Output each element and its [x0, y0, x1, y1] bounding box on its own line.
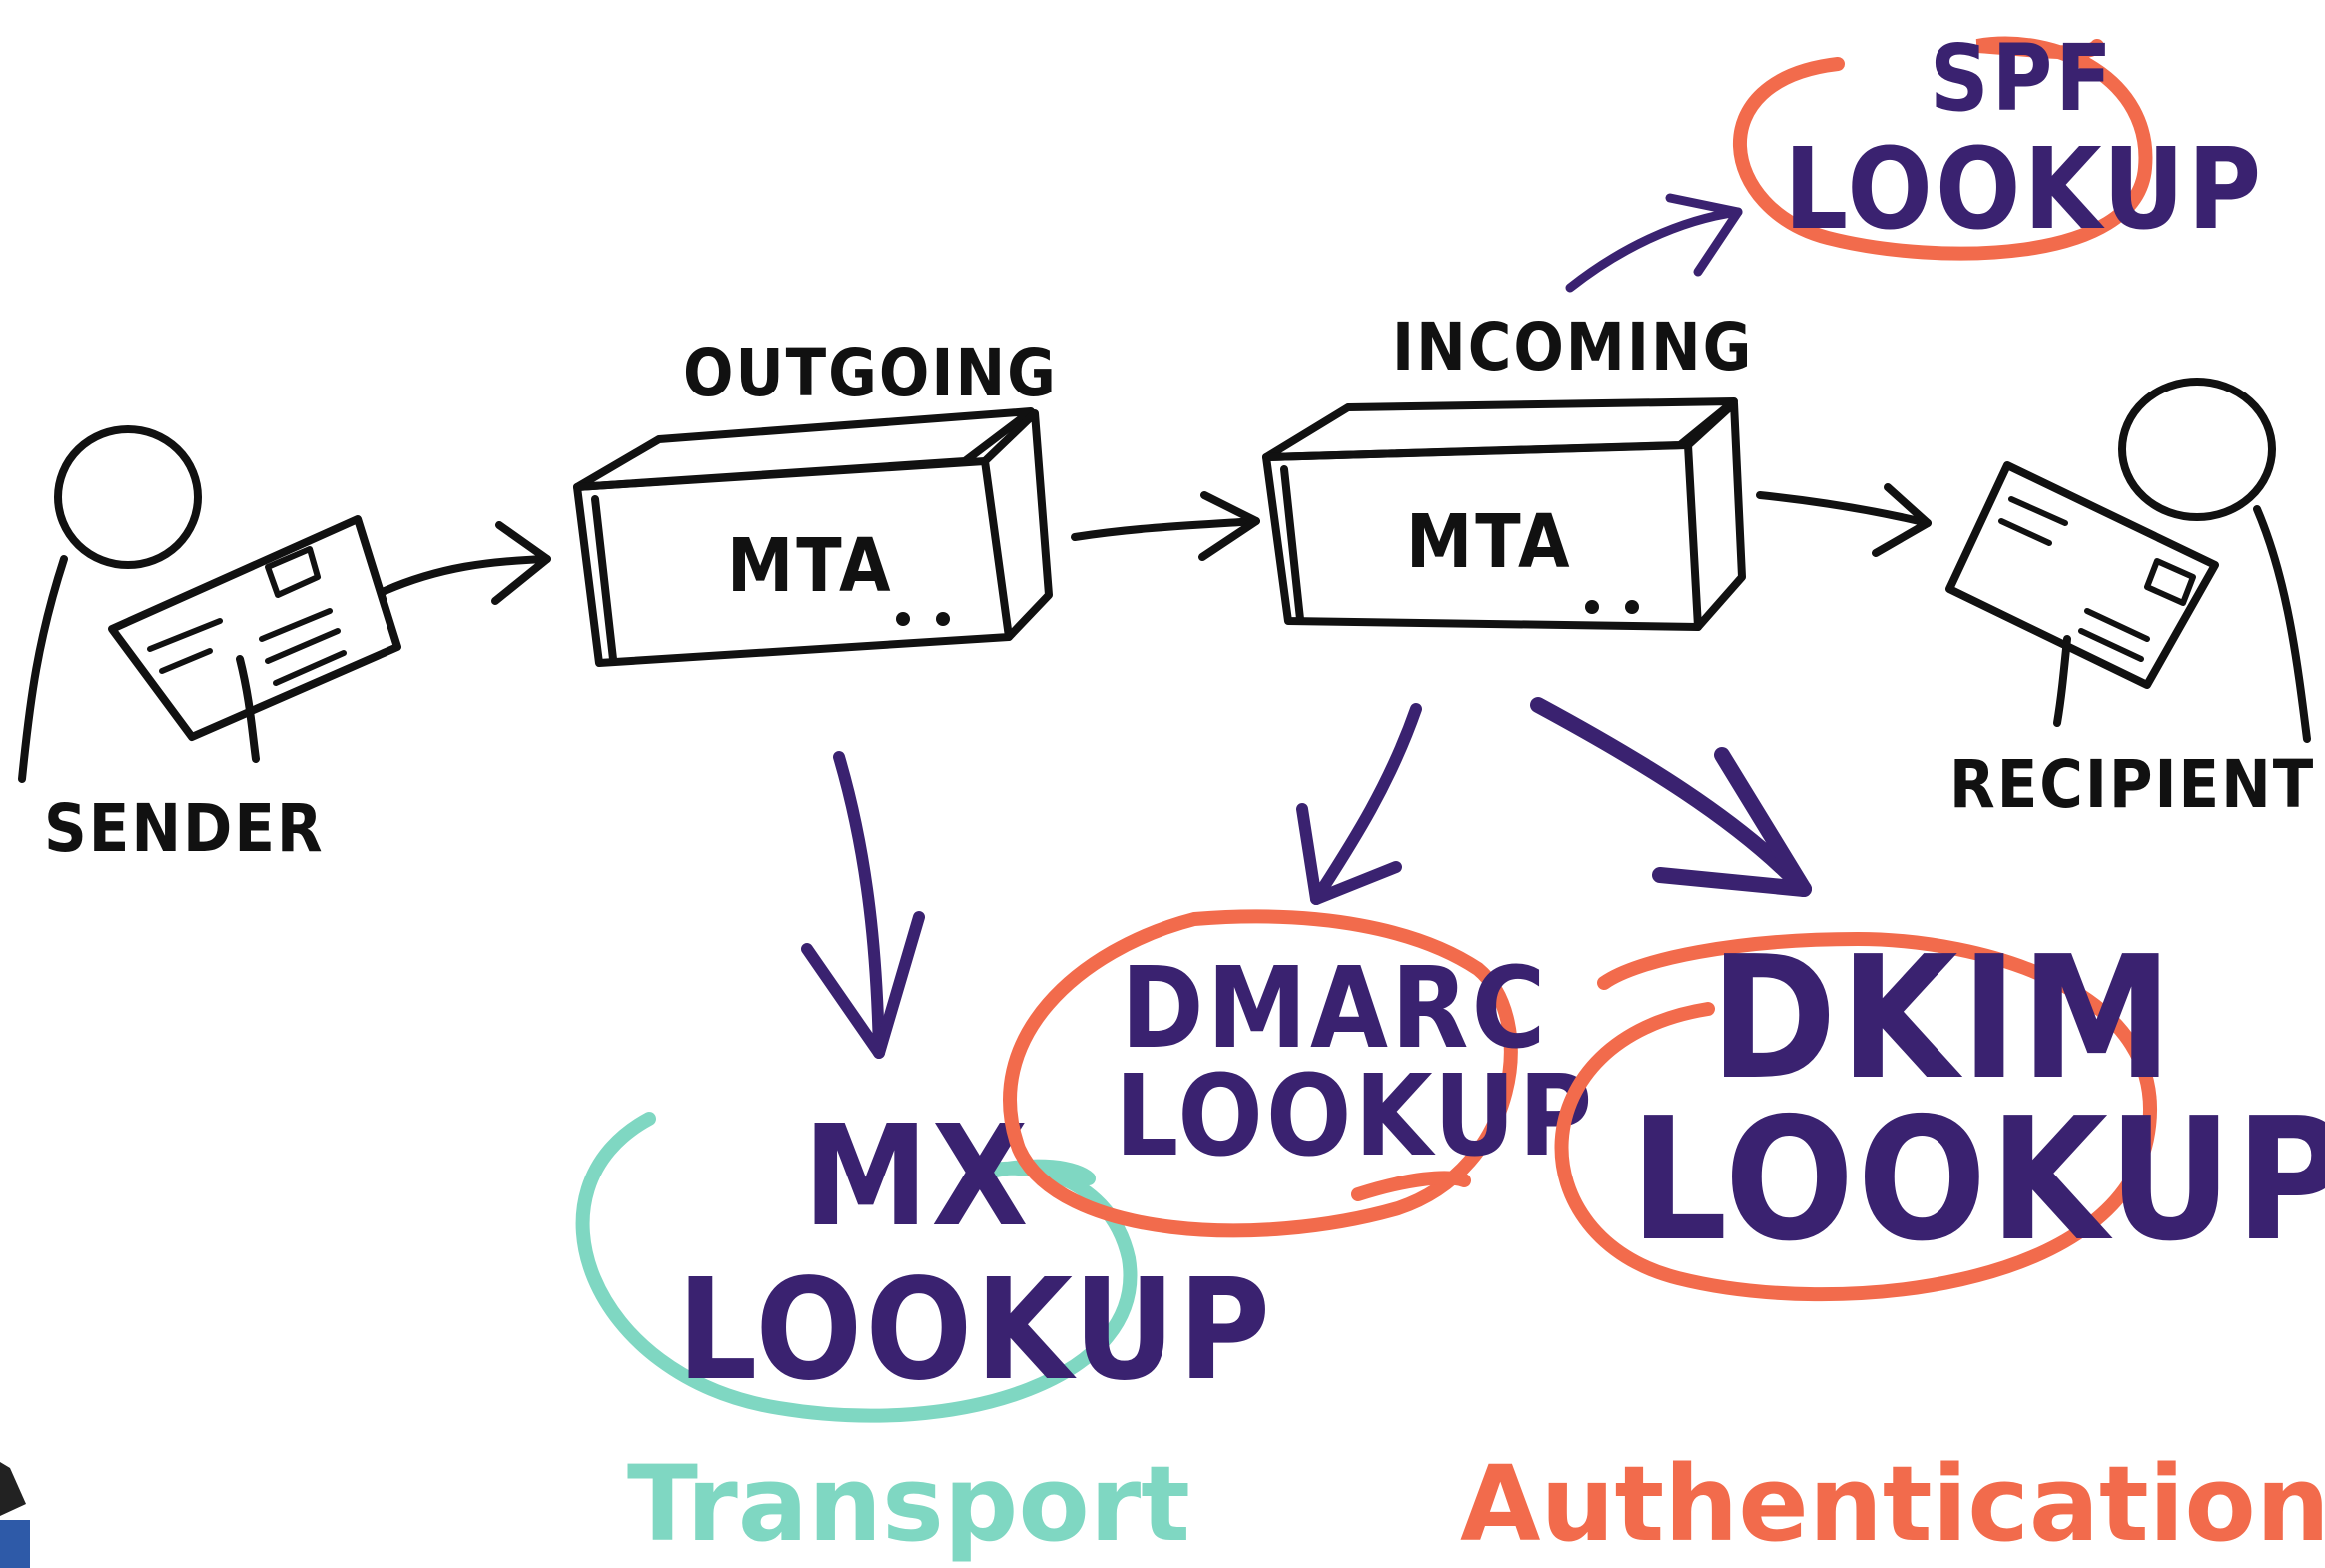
incoming-label: INCOMING	[1392, 309, 1753, 386]
sender-envelope-icon	[108, 515, 401, 741]
outgoing-label: OUTGOING	[683, 335, 1058, 411]
arrow-sender-to-outgoing	[381, 521, 551, 605]
recipient-head	[2118, 378, 2276, 521]
recipient-back	[2053, 635, 2071, 727]
recipient-label: RECIPIENT	[1949, 746, 2315, 823]
spf-label-line2: LOOKUP	[1784, 125, 2264, 255]
dmarc-label-line1: DMARC	[1121, 944, 1549, 1074]
dkim-label-line2: LOOKUP	[1630, 1082, 2325, 1279]
sender-head	[54, 425, 202, 569]
arrow-incoming-to-dkim	[1530, 697, 1812, 897]
caption-authentication: Authentication	[1460, 1443, 2325, 1565]
dkim-lookup: DKIM LOOKUP	[1554, 920, 2325, 1302]
sender-label: SENDER	[44, 790, 325, 867]
arrow-outgoing-to-incoming	[1071, 491, 1260, 561]
spf-lookup: SPF LOOKUP	[1733, 25, 2264, 261]
spf-label-line1: SPF	[1930, 25, 2115, 132]
sender-body	[18, 555, 68, 783]
sender-figure: SENDER	[18, 425, 401, 867]
incoming-mta-box: INCOMING MTA	[1262, 309, 1753, 631]
recipient-envelope-icon	[1945, 461, 2219, 689]
logo-mark-icon	[0, 1462, 30, 1568]
outgoing-mta-box: OUTGOING MTA	[573, 335, 1058, 667]
arrow-incoming-to-dmarc	[1296, 703, 1422, 905]
outgoing-mta-label: MTA	[727, 523, 893, 609]
arrow-outgoing-to-mx	[801, 751, 925, 1059]
mx-lookup: MX LOOKUP	[575, 1096, 1273, 1423]
mx-label-line2: LOOKUP	[677, 1249, 1273, 1412]
recipient-figure: RECIPIENT	[1945, 378, 2315, 823]
incoming-mta-label: MTA	[1406, 499, 1572, 585]
caption-transport: Transport	[627, 1443, 1190, 1565]
arrow-incoming-to-spf	[1565, 193, 1743, 293]
mx-label-line1: MX	[803, 1096, 1032, 1258]
recipient-body	[2253, 505, 2311, 743]
dmarc-lookup: DMARC LOOKUP	[1003, 909, 1595, 1238]
arrow-incoming-to-recipient	[1756, 483, 1932, 557]
dkim-label-line1: DKIM	[1710, 920, 2176, 1118]
dmarc-label-line2: LOOKUP	[1115, 1052, 1595, 1181]
